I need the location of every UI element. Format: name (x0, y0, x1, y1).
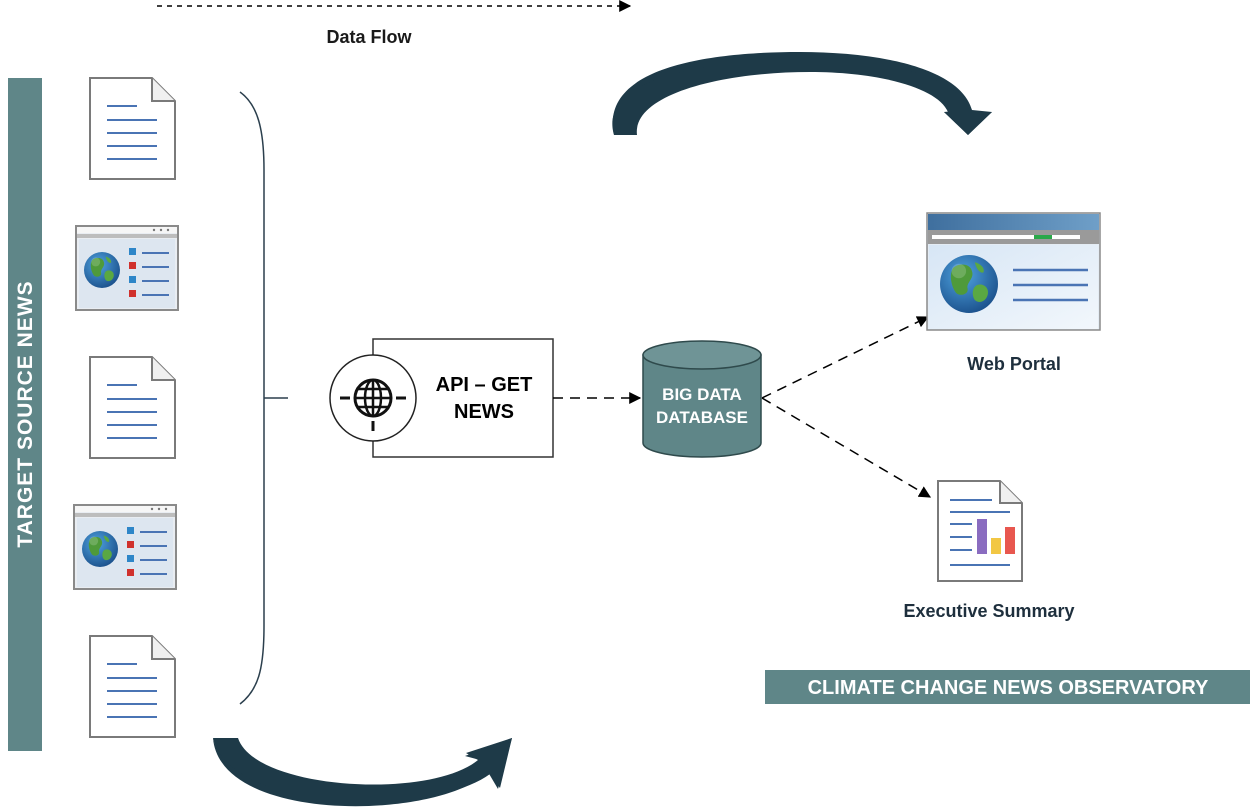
database-label-line2: DATABASE (656, 408, 748, 427)
report-chart-icon (937, 480, 1023, 582)
api-get-news-node: API – GET NEWS (329, 338, 554, 458)
database-to-portal-arrow (761, 316, 930, 399)
web-page-icon (76, 226, 178, 310)
web-portal-icon (926, 212, 1101, 331)
web-portal-label: Web Portal (967, 354, 1061, 374)
target-source-sidebar: TARGET SOURCE NEWS (8, 78, 42, 751)
database-cylinder-body (642, 354, 762, 458)
executive-summary-node: Executive Summary (903, 480, 1075, 621)
big-data-database-node: BIG DATA DATABASE (642, 340, 762, 458)
document-icon (89, 77, 176, 180)
database-to-summary-arrow (761, 397, 932, 498)
legend-label: Data Flow (326, 27, 412, 47)
database-cylinder-top (642, 340, 762, 370)
banner-title: CLIMATE CHANGE NEWS OBSERVATORY (808, 677, 1209, 699)
executive-summary-label: Executive Summary (903, 601, 1074, 621)
web-portal-node: Web Portal (926, 212, 1101, 374)
banner-background (765, 670, 1250, 704)
brace-curve (239, 91, 265, 705)
source-list (74, 77, 178, 738)
api-label-line1: API – GET (436, 374, 533, 396)
database-label-line1: BIG DATA (662, 385, 742, 404)
observatory-banner: CLIMATE CHANGE NEWS OBSERVATORY (765, 670, 1250, 704)
globe-network-icon (340, 378, 406, 431)
data-flow-legend: Data Flow (157, 0, 632, 47)
document-icon (89, 356, 176, 459)
api-label-line2: NEWS (454, 401, 514, 423)
top-curved-arrow (612, 60, 992, 135)
document-icon (89, 635, 176, 738)
bottom-curved-arrow-body (213, 738, 512, 802)
sidebar-bar (8, 78, 42, 751)
source-brace (239, 91, 288, 705)
sidebar-label: TARGET SOURCE NEWS (14, 280, 37, 547)
web-page-icon (74, 505, 176, 589)
